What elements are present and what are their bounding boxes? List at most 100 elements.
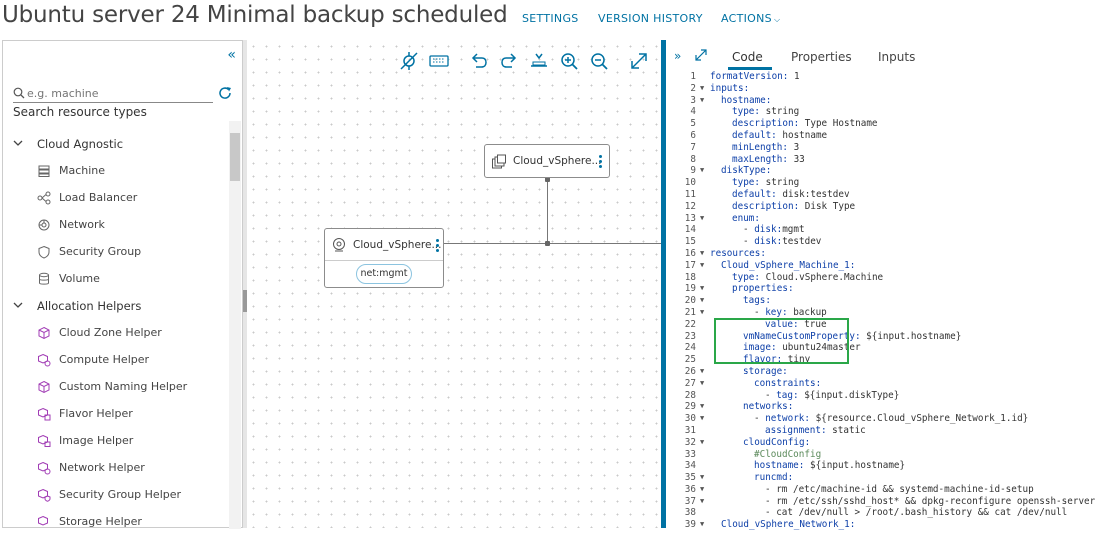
code-line[interactable]: 20▼tags: [666, 295, 1024, 307]
fold-toggle-icon[interactable]: ▼ [700, 284, 705, 293]
code-line[interactable]: 33#CloudConfig [666, 449, 1024, 461]
code-line[interactable]: 35▼runcmd: [666, 472, 1024, 484]
code-line[interactable]: 16▼resources: [666, 248, 1024, 260]
machine-node[interactable]: Cloud_vSphere... net:mgmt [324, 228, 444, 288]
code-line[interactable]: 32▼cloudConfig: [666, 437, 1024, 449]
fold-toggle-icon[interactable]: ▼ [700, 307, 705, 316]
code-line[interactable]: 30▼- network: ${resource.Cloud_vSphere_N… [666, 413, 1028, 425]
design-canvas[interactable]: Cloud_vSphere... Cloud_vSphere... net:mg… [247, 40, 661, 528]
left-scrollbar[interactable] [229, 121, 241, 529]
expand-icon[interactable] [628, 50, 650, 72]
code-line[interactable]: 15- disk:testdev [666, 236, 1024, 248]
code-line[interactable]: 17▼Cloud_vSphere_Machine_1: [666, 260, 1024, 272]
group-allocation-helpers[interactable]: Allocation Helpers [3, 293, 229, 320]
expand-panel-icon[interactable] [695, 49, 707, 61]
fold-toggle-icon[interactable]: ▼ [700, 437, 705, 446]
code-line[interactable]: 39▼Cloud_vSphere_Network_1: [666, 519, 1024, 531]
fold-toggle-icon[interactable]: ▼ [700, 484, 705, 493]
fold-toggle-icon[interactable]: ▼ [700, 213, 705, 222]
fold-toggle-icon[interactable]: ▼ [700, 83, 705, 92]
network-node[interactable]: Cloud_vSphere... [484, 144, 610, 178]
zoom-out-icon[interactable] [588, 50, 610, 72]
collapse-panel-icon[interactable]: « [227, 47, 236, 63]
fold-toggle-icon[interactable]: ▼ [700, 414, 705, 423]
resource-item-custom-naming-helper[interactable]: Custom Naming Helper [3, 374, 229, 401]
code-line[interactable]: 37▼- rm /etc/ssh/sshd_host* && dpkg-reco… [666, 496, 1095, 508]
fold-toggle-icon[interactable]: ▼ [700, 366, 705, 375]
tab-properties[interactable]: Properties [791, 50, 852, 64]
group-cloud-agnostic[interactable]: Cloud Agnostic [3, 131, 229, 158]
code-line[interactable]: 38- cat /dev/null > /root/.bash_history … [666, 507, 1067, 519]
scrollbar-thumb[interactable] [230, 133, 240, 181]
keyboard-icon[interactable] [428, 50, 450, 72]
code-line[interactable]: 26▼storage: [666, 366, 1024, 378]
code-line[interactable]: 36▼- rm /etc/machine-id && systemd-machi… [666, 484, 1034, 496]
undo-icon[interactable] [468, 50, 490, 72]
resource-item-cloud-zone-helper[interactable]: Cloud Zone Helper [3, 320, 229, 347]
code-line[interactable]: 13▼enum: [666, 213, 1024, 225]
resource-item-volume[interactable]: Volume [3, 266, 229, 293]
fold-toggle-icon[interactable]: ▼ [700, 473, 705, 482]
resource-item-security-group-helper[interactable]: Security Group Helper [3, 482, 229, 509]
fold-toggle-icon[interactable]: ▼ [700, 378, 705, 387]
panel-splitter[interactable] [242, 40, 247, 528]
resource-item-compute-helper[interactable]: Compute Helper [3, 347, 229, 374]
redo-icon[interactable] [498, 50, 520, 72]
resource-item-load-balancer[interactable]: Load Balancer [3, 185, 229, 212]
resource-item-network[interactable]: Network [3, 212, 229, 239]
splitter-grip[interactable] [243, 290, 247, 312]
hide-connections-icon[interactable] [398, 50, 420, 72]
actions-menu[interactable]: ACTIONS⌵ [721, 12, 780, 25]
resource-item-security-group[interactable]: Security Group [3, 239, 229, 266]
code-line[interactable]: 9▼diskType: [666, 165, 1024, 177]
code-line[interactable]: 14- disk:mgmt [666, 224, 1024, 236]
resource-item-image-helper[interactable]: Image Helper [3, 428, 229, 455]
resource-item-network-helper[interactable]: Network Helper [3, 455, 229, 482]
fold-toggle-icon[interactable]: ▼ [700, 95, 705, 104]
network-node-menu-icon[interactable] [599, 155, 603, 170]
fold-toggle-icon[interactable]: ▼ [700, 248, 705, 257]
layout-icon[interactable] [528, 50, 550, 72]
code-line[interactable]: 21▼- key: backup [666, 307, 1024, 319]
fold-toggle-icon[interactable]: ▼ [700, 402, 705, 411]
refresh-icon[interactable] [217, 85, 233, 101]
machine-node-menu-icon[interactable] [436, 239, 440, 254]
network-tag-pill[interactable]: net:mgmt [356, 264, 412, 284]
zoom-in-icon[interactable] [558, 50, 580, 72]
code-line[interactable]: 19▼properties: [666, 283, 1024, 295]
fold-toggle-icon[interactable]: ▼ [700, 166, 705, 175]
code-line[interactable]: 29▼networks: [666, 401, 1024, 413]
code-line[interactable]: 3▼hostname: [666, 95, 1024, 107]
code-line[interactable]: 28- tag: ${input.diskType} [666, 390, 1024, 402]
resource-item-flavor-helper[interactable]: Flavor Helper [3, 401, 229, 428]
version-history-link[interactable]: VERSION HISTORY [598, 12, 703, 25]
code-line[interactable]: 27▼constraints: [666, 378, 1024, 390]
resource-item-storage-helper[interactable]: Storage Helper [3, 509, 229, 536]
resource-item-machine[interactable]: Machine [3, 158, 229, 185]
fold-toggle-icon[interactable]: ▼ [700, 260, 705, 269]
code-line[interactable]: 2▼inputs: [666, 83, 1024, 95]
fold-toggle-icon[interactable]: ▼ [700, 520, 705, 529]
collapse-right-icon[interactable]: » [674, 49, 682, 63]
fold-toggle-icon[interactable]: ▼ [700, 496, 705, 505]
tab-code[interactable]: Code [732, 50, 763, 64]
settings-link[interactable]: SETTINGS [522, 12, 579, 25]
tab-inputs[interactable]: Inputs [878, 50, 916, 64]
